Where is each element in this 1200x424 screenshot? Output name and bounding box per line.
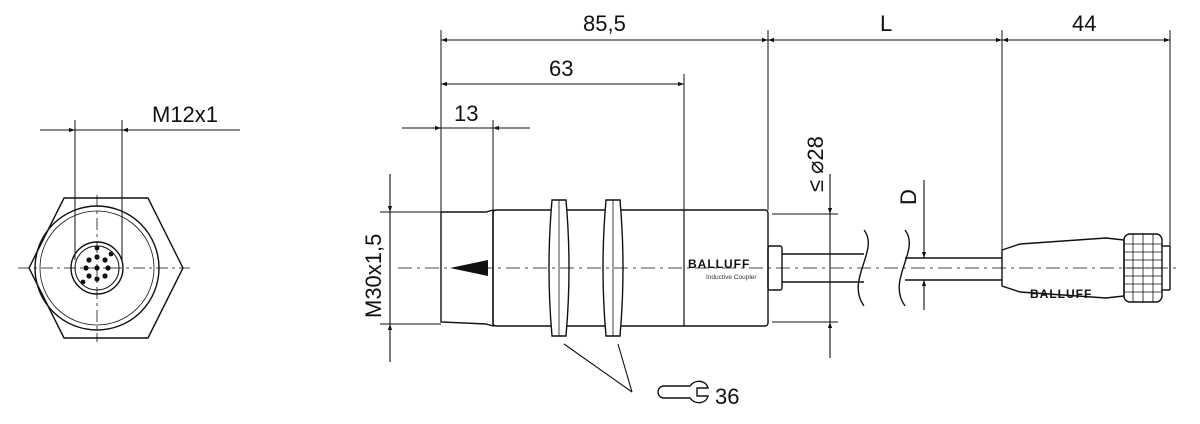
connector-pins [80,245,114,285]
wrench-icon [657,380,709,404]
connector-brand-label: BALLUFF [1030,287,1092,301]
cable-diameter-label: D [896,189,921,205]
front-view [18,120,240,342]
m30-thread-label: M30x1,5 [361,234,386,318]
wrench-size-label: 36 [715,384,739,409]
cable-break-1 [857,229,869,307]
side-view [380,30,1178,404]
housing-product-label: Inductive Coupler [706,274,757,281]
cable-break-2 [898,229,910,307]
overall-length-label: 85,5 [583,11,626,36]
sensing-face-cap [440,209,494,327]
housing-length-label: 63 [549,56,573,81]
housing-brand-label: BALLUFF [688,257,750,271]
sensing-direction-arrow [450,260,488,276]
m12-thread-label: M12x1 [152,102,218,127]
cable-length-label: L [880,11,892,36]
connector-length-label: 44 [1072,11,1096,36]
sensing-face-label: 13 [454,101,478,126]
wrench-leader-2 [617,343,633,393]
wrench-leader-1 [563,343,633,393]
max-diameter-label: ≤ ⌀28 [803,136,828,192]
